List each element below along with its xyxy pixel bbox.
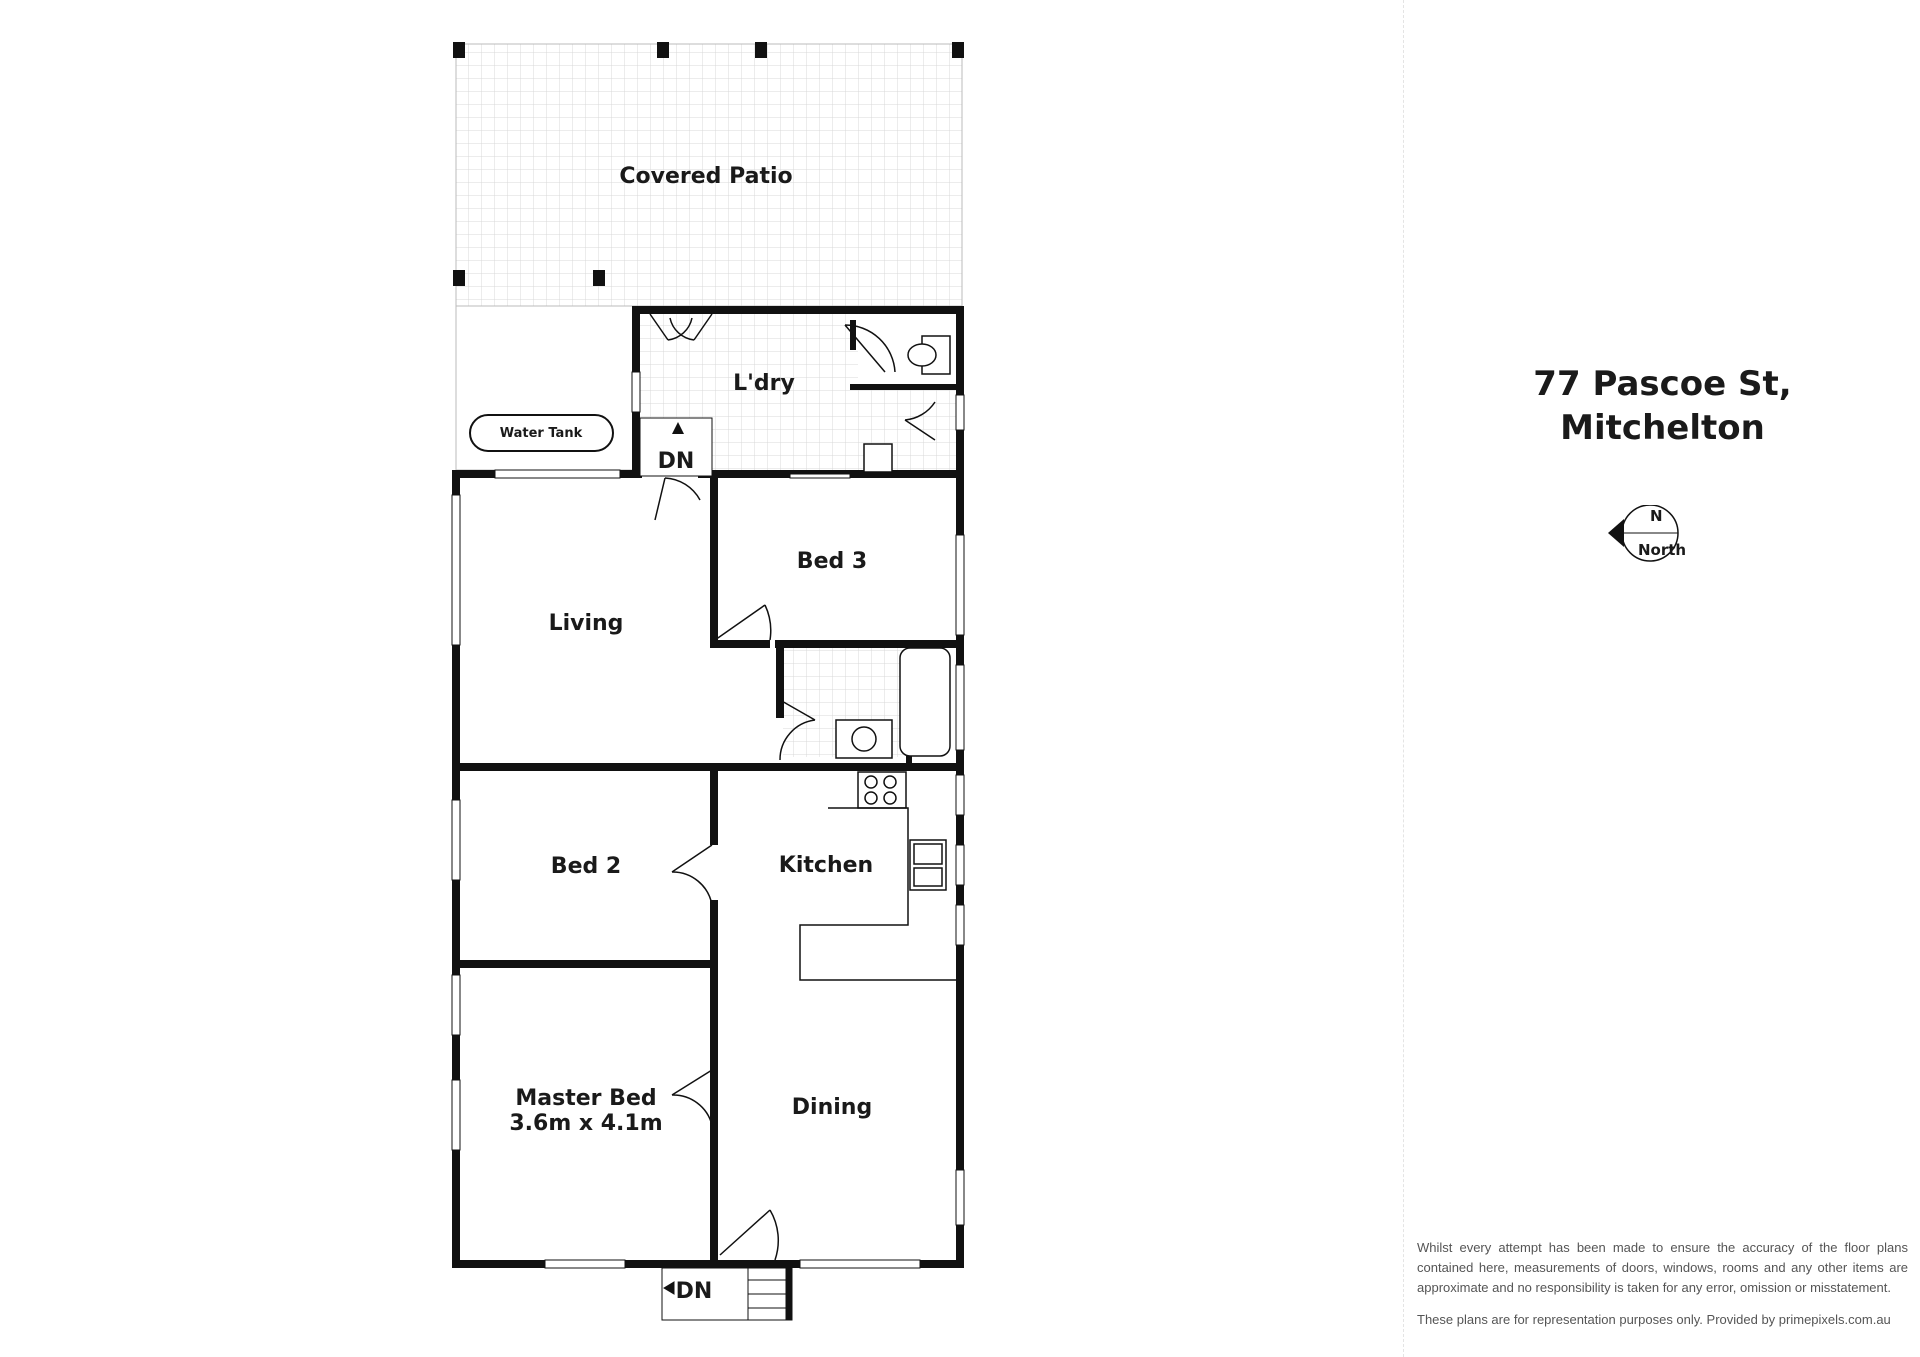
living-label: Living — [549, 611, 624, 636]
doors — [649, 313, 936, 1261]
side-yard — [455, 306, 632, 471]
bed3-label: Bed 3 — [797, 549, 867, 574]
compass: N North — [1606, 504, 1687, 575]
disclaimer-accuracy: Whilst every attempt has been made to en… — [1417, 1240, 1908, 1295]
kitchen-bench — [799, 807, 956, 981]
laundry-stairs — [639, 417, 713, 477]
covered-patio-area — [453, 42, 964, 307]
compass-label: North — [1638, 541, 1687, 559]
covered-patio-label: Covered Patio — [619, 164, 792, 189]
windows — [451, 371, 965, 1269]
laundry-tub — [863, 443, 893, 473]
disclaimer: Whilst every attempt has been made to en… — [1417, 1238, 1908, 1342]
entry-stairs — [661, 1267, 793, 1321]
compass-letter: N — [1650, 507, 1663, 525]
dining-label: Dining — [792, 1095, 872, 1120]
fixtures — [799, 335, 956, 981]
bathtub — [899, 647, 951, 757]
property-address: 77 Pascoe St, Mitchelton — [1404, 362, 1920, 450]
address-suburb: Mitchelton — [1560, 408, 1765, 448]
address-street: 77 Pascoe St, — [1533, 364, 1792, 404]
disclaimer-provider: These plans are for representation purpo… — [1417, 1312, 1891, 1327]
laundry-stairs-dn-label: DN — [658, 449, 695, 474]
bed2-label: Bed 2 — [551, 854, 621, 879]
water-tank-label: Water Tank — [500, 426, 583, 441]
master-bed-label: Master Bed — [515, 1086, 656, 1111]
kitchen-label: Kitchen — [779, 853, 873, 878]
cooktop — [857, 771, 907, 809]
info-panel: 77 Pascoe St, Mitchelton N North Whilst … — [1403, 0, 1920, 1357]
compass-icon — [1608, 504, 1679, 562]
water-tank-shape — [469, 414, 614, 452]
floor-plan: Covered Patio L'dry Water Tank DN Living… — [451, 42, 965, 1321]
laundry-label: L'dry — [733, 371, 795, 396]
master-bed-size-label: 3.6m x 4.1m — [509, 1111, 662, 1136]
entry-stairs-dn-label: DN — [676, 1279, 713, 1304]
